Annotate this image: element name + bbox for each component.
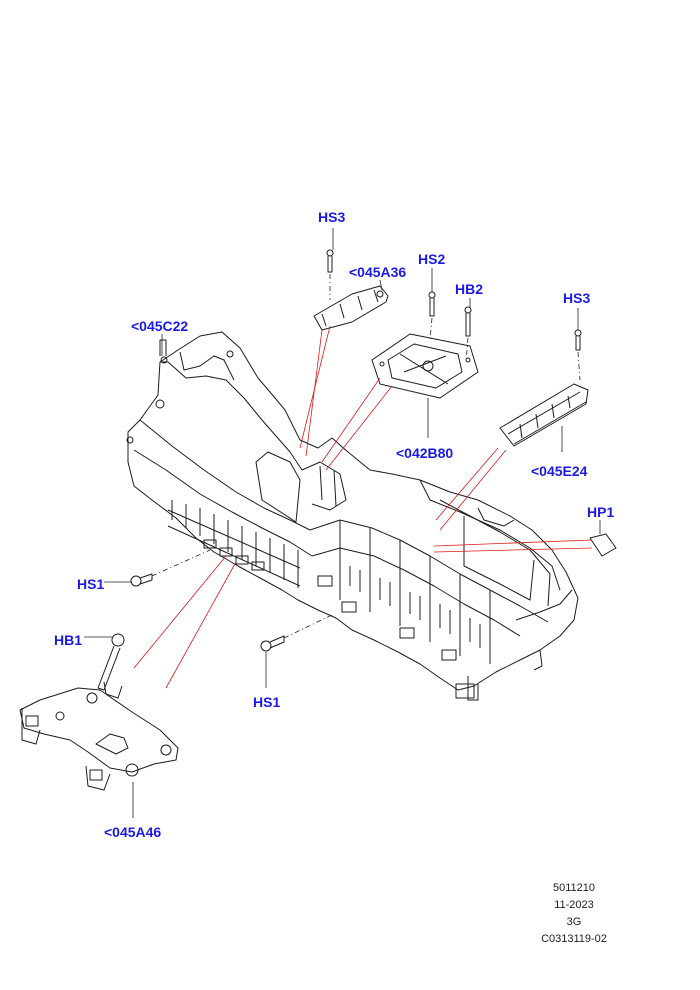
front-wall-ribs bbox=[167, 500, 301, 588]
callout-045E24: <045E24 bbox=[531, 463, 588, 479]
screw-HS2 bbox=[428, 291, 436, 317]
footer-line-4: C0313119-02 bbox=[541, 933, 607, 945]
callout-hs1-left: HS1 bbox=[77, 576, 105, 592]
callout-hs2: HS2 bbox=[418, 251, 446, 267]
bracket-045A36 bbox=[313, 285, 389, 331]
screw-HS3-right bbox=[574, 329, 582, 351]
bracket-045A46 bbox=[19, 681, 179, 791]
bolt-HB2 bbox=[464, 306, 472, 337]
callout-042B80: <042B80 bbox=[396, 445, 454, 461]
callout-045A46: <045A46 bbox=[104, 824, 162, 840]
assembly-axes bbox=[151, 274, 581, 639]
callout-hp1: HP1 bbox=[587, 504, 615, 520]
callout-045C22: <045C22 bbox=[131, 318, 189, 334]
callout-hs1-bottom: HS1 bbox=[253, 694, 281, 710]
leader-lines bbox=[84, 228, 601, 818]
footer-line-2: 11-2023 bbox=[554, 899, 594, 911]
callout-hb2: HB2 bbox=[455, 281, 484, 297]
footer-line-3: 3G bbox=[566, 916, 582, 928]
console-frame bbox=[126, 331, 579, 701]
frame-042B80 bbox=[371, 333, 479, 399]
bolt-HB1 bbox=[97, 633, 125, 691]
screw-HS3-top bbox=[326, 249, 334, 273]
reference-lines bbox=[133, 325, 593, 689]
trim-045E24 bbox=[499, 383, 589, 447]
footer-line-1: 5011210 bbox=[552, 882, 595, 894]
footer-reference: 5011210 11-2023 3G C0313119-02 bbox=[514, 880, 634, 948]
callout-hb1: HB1 bbox=[54, 632, 83, 648]
callout-045A36: <045A36 bbox=[349, 264, 407, 280]
pad-HP1 bbox=[589, 533, 617, 557]
screw-HS1-left bbox=[130, 573, 153, 587]
callout-hs3-right: HS3 bbox=[563, 290, 591, 306]
screw-HS1-bottom bbox=[260, 635, 285, 652]
callout-hs3-top: HS3 bbox=[318, 209, 346, 225]
